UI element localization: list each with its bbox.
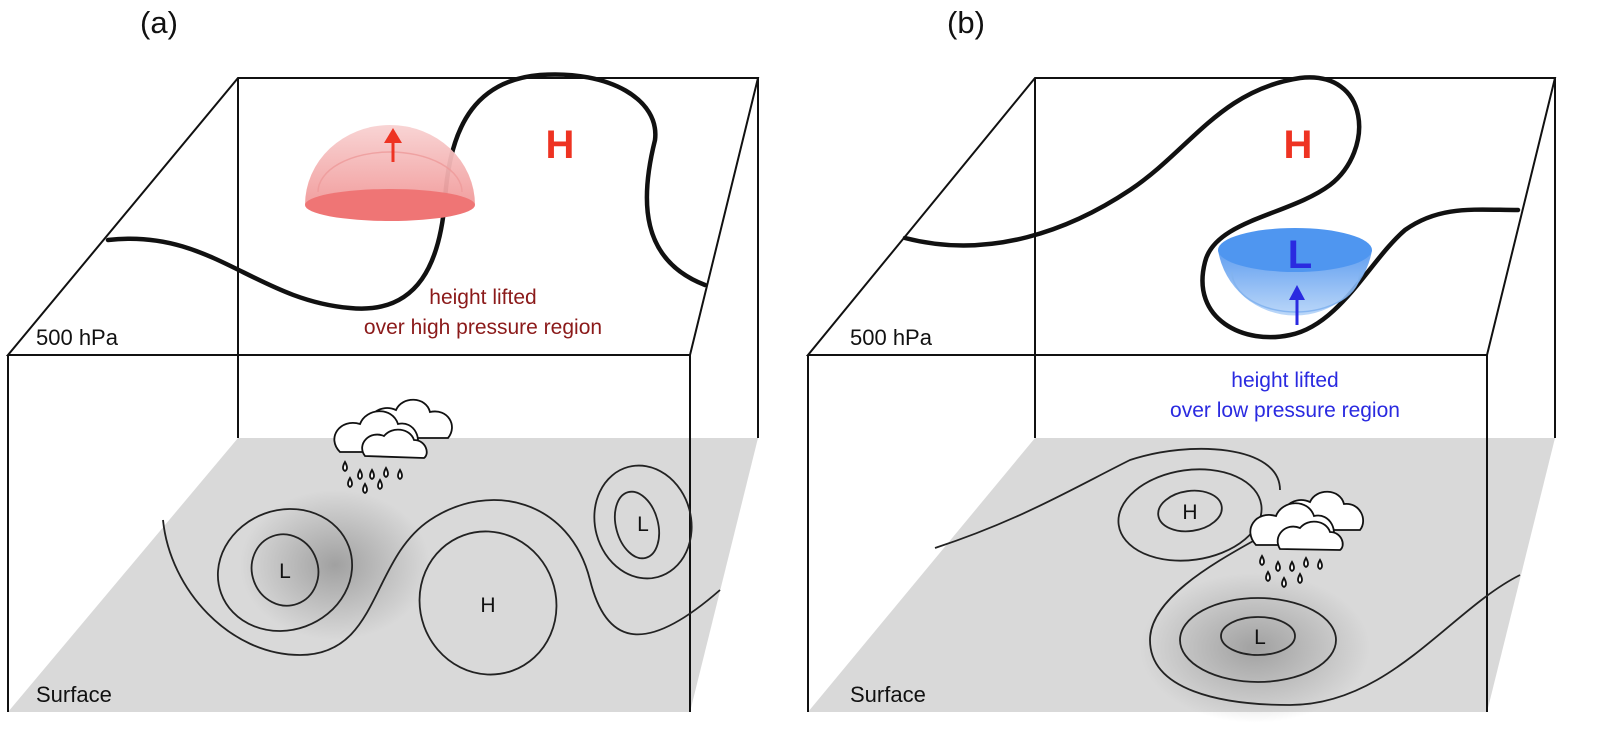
up-arrow-red-icon <box>384 128 402 162</box>
box-frame-b <box>805 77 1557 712</box>
rain-cloud-icon <box>1249 490 1365 589</box>
surface-label-a: Surface <box>36 682 112 707</box>
surface-low-letter-b: L <box>1254 626 1266 649</box>
upper-level-label-a: 500 hPa <box>36 325 119 350</box>
upper-contour-b <box>902 75 1521 340</box>
note-line1-a: height lifted <box>429 286 536 309</box>
up-arrow-blue-icon <box>1289 285 1305 325</box>
surface-high-letter-b: H <box>1182 501 1197 524</box>
surface-label-b: Surface <box>850 682 926 707</box>
note-line2-a: over high pressure region <box>364 316 602 339</box>
upper-high-letter-a: H <box>546 123 575 167</box>
note-line2-b: over low pressure region <box>1170 399 1400 422</box>
upper-high-letter-b: H <box>1284 123 1313 167</box>
upper-low-letter-b: L <box>1288 233 1312 277</box>
panel-b: (b) H L height lifted over low press <box>805 5 1557 723</box>
surface-high-letter-a: H <box>480 594 495 617</box>
surface-low2-letter-a: L <box>637 513 649 536</box>
upper-contour-a <box>105 72 708 311</box>
panel-a-label: (a) <box>140 5 178 40</box>
note-line1-b: height lifted <box>1231 369 1338 392</box>
surface-isobars-b <box>934 447 1521 706</box>
surface-isobars-a <box>162 464 721 676</box>
panel-b-label: (b) <box>947 5 985 40</box>
upper-level-label-b: 500 hPa <box>850 325 933 350</box>
panel-a: (a) H height lifted over high pressure r <box>5 5 760 712</box>
rain-cloud-icon <box>333 398 453 495</box>
low-pressure-shading-a <box>240 490 430 640</box>
rising-dome-a <box>305 125 475 221</box>
surface-low1-letter-a: L <box>279 560 291 583</box>
low-bowl-b <box>1218 228 1372 325</box>
